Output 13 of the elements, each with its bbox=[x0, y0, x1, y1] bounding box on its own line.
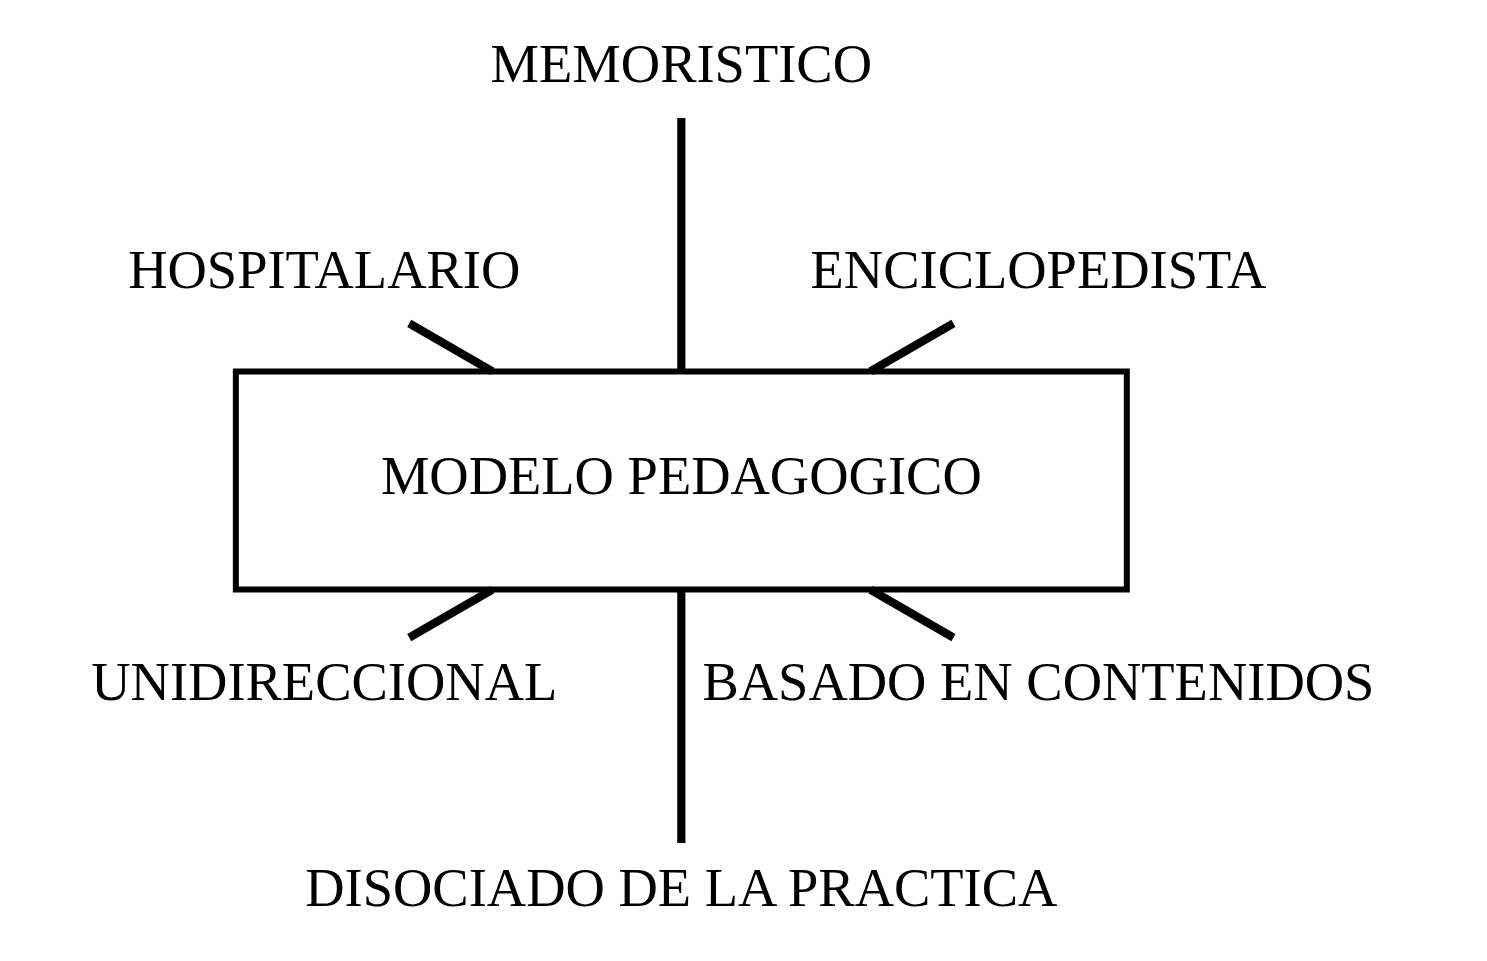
connector bbox=[676, 589, 685, 843]
connector bbox=[406, 586, 494, 642]
connector bbox=[406, 319, 494, 375]
node-text: MEMORISTICO bbox=[490, 32, 872, 94]
node-text: ENCICLOPEDISTA bbox=[810, 238, 1266, 300]
connector bbox=[867, 586, 955, 642]
node-text: HOSPITALARIO bbox=[127, 238, 520, 300]
connector bbox=[676, 118, 685, 372]
node-text: DISOCIADO DE LA PRACTICA bbox=[304, 857, 1057, 919]
node-text: BASADO EN CONTENIDOS bbox=[701, 651, 1374, 713]
connector bbox=[867, 319, 955, 375]
node-box: MODELO PEDAGOGICO bbox=[232, 368, 1130, 593]
node-text: UNIDIRECCIONAL bbox=[90, 651, 557, 713]
